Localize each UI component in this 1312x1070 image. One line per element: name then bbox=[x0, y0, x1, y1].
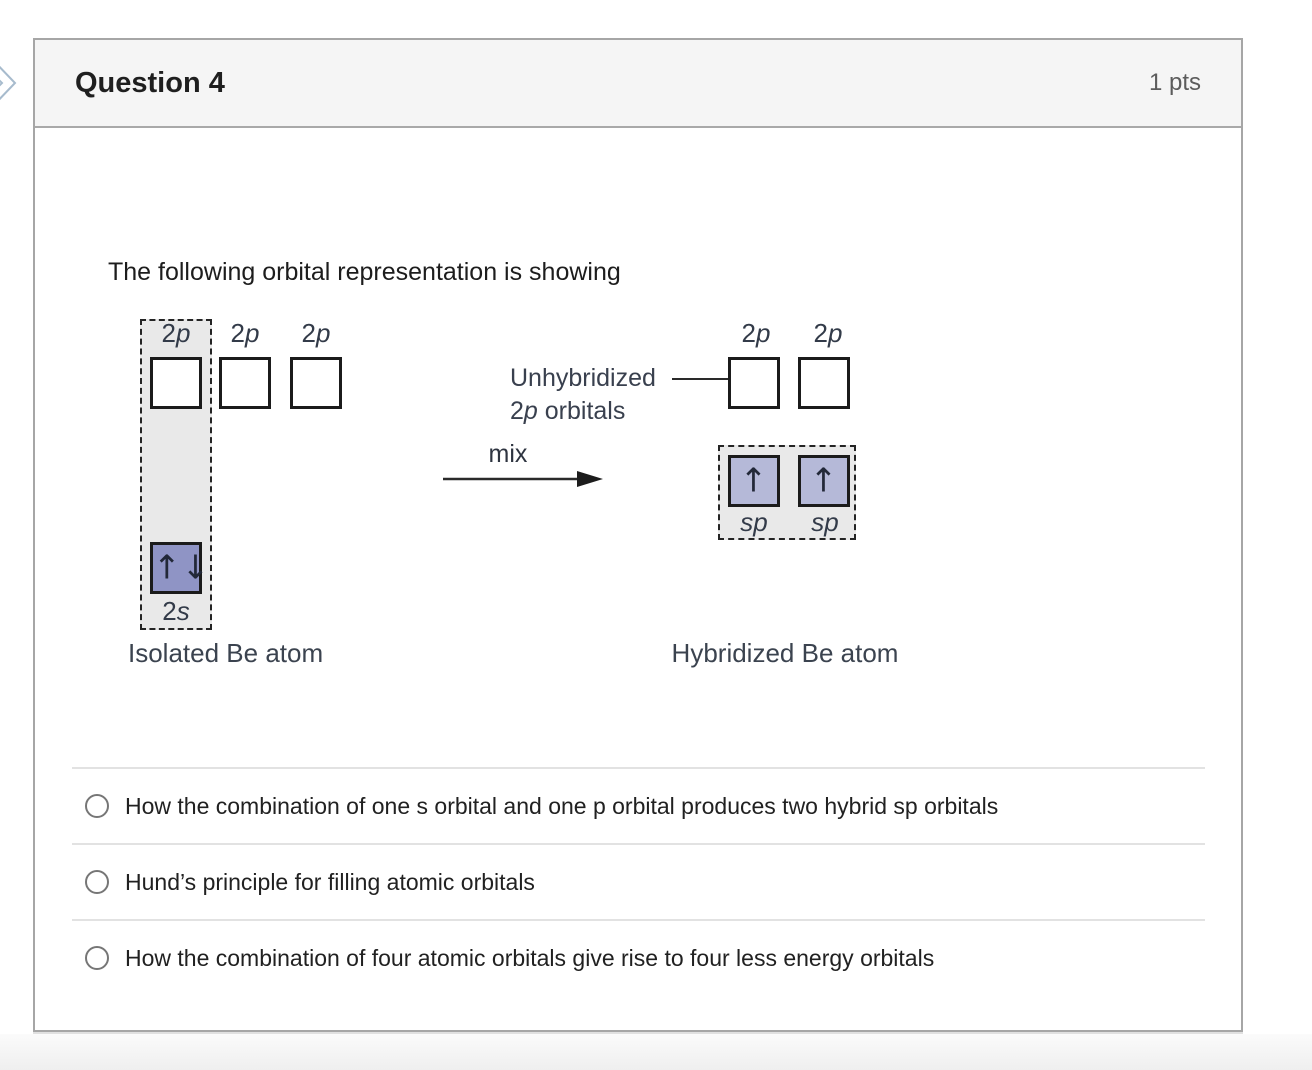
single-electron-arrow: ↑ bbox=[739, 460, 769, 500]
question-card: Question 4 1 pts The following orbital r… bbox=[33, 38, 1243, 1032]
single-electron-arrow: ↑ bbox=[809, 460, 839, 500]
answer-options: How the combination of one s orbital and… bbox=[72, 767, 1205, 995]
page-background-strip bbox=[0, 1034, 1312, 1070]
question-prompt: The following orbital representation is … bbox=[108, 258, 621, 286]
orbital-box-sp-1: ↑ bbox=[728, 455, 780, 507]
orbital-diagram: 2p 2p 2p ↑↓ 2s Isolated Be atom Unhybrid… bbox=[108, 302, 948, 712]
chevron-right-icon bbox=[0, 65, 17, 101]
orbital-label-2p-right-2: 2p bbox=[813, 318, 843, 348]
orbital-box-sp-2: ↑ bbox=[798, 455, 850, 507]
orbital-label-2p-1: 2p bbox=[161, 318, 191, 348]
orbital-box-2s-filled: ↑↓ bbox=[150, 542, 211, 594]
orbital-label-sp-2: sp bbox=[811, 507, 839, 537]
radio-button[interactable] bbox=[85, 946, 109, 970]
mix-label: mix bbox=[488, 440, 528, 468]
isolated-caption: Isolated Be atom bbox=[128, 638, 324, 668]
orbital-label-2p-3: 2p bbox=[301, 318, 331, 348]
answer-option-3[interactable]: How the combination of four atomic orbit… bbox=[72, 919, 1205, 995]
question-header: Question 4 1 pts bbox=[35, 40, 1241, 128]
radio-button[interactable] bbox=[85, 870, 109, 894]
answer-option-2[interactable]: Hund’s principle for filling atomic orbi… bbox=[72, 843, 1205, 919]
hybridized-caption: Hybridized Be atom bbox=[671, 638, 899, 668]
orbital-label-2s: 2s bbox=[162, 596, 190, 626]
orbital-box-2p-empty-1 bbox=[150, 357, 202, 409]
orbital-box-2p-unhybridized-1 bbox=[728, 357, 780, 409]
orbital-box-2p-empty-2 bbox=[219, 357, 271, 409]
mix-arrow-icon bbox=[443, 471, 603, 487]
answer-option-label: Hund’s principle for filling atomic orbi… bbox=[125, 868, 535, 895]
orbital-label-2p-right-1: 2p bbox=[741, 318, 771, 348]
orbital-label-sp-1: sp bbox=[740, 507, 768, 537]
annotation-connector-line bbox=[672, 378, 728, 380]
radio-button[interactable] bbox=[85, 794, 109, 818]
paired-electrons-arrows: ↑↓ bbox=[153, 547, 211, 587]
answer-option-label: How the combination of one s orbital and… bbox=[125, 792, 999, 819]
orbital-box-2p-empty-3 bbox=[290, 357, 342, 409]
orbital-box-2p-unhybridized-2 bbox=[798, 357, 850, 409]
question-points: 1 pts bbox=[1148, 69, 1201, 96]
answer-option-1[interactable]: How the combination of one s orbital and… bbox=[72, 767, 1205, 843]
question-title: Question 4 bbox=[75, 66, 225, 99]
orbital-label-2p-2: 2p bbox=[230, 318, 260, 348]
unhybridized-annotation: Unhybridized 2p orbitals bbox=[510, 364, 656, 425]
answer-option-label: How the combination of four atomic orbit… bbox=[125, 944, 935, 971]
